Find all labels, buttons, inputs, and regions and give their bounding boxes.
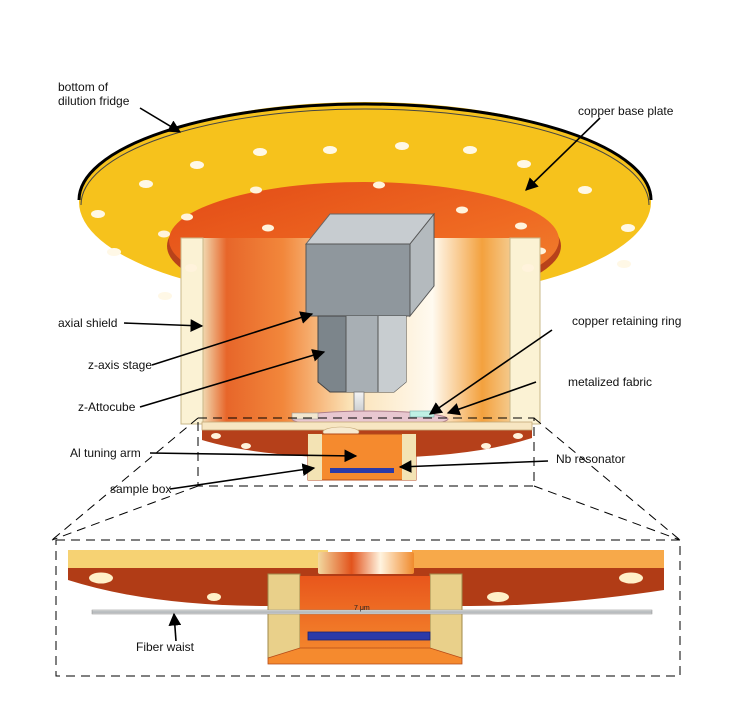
label-al-tuning-arm: Al tuning arm	[70, 446, 141, 460]
zoom-frame	[55, 539, 681, 677]
fridge-plate-holes	[91, 142, 635, 300]
label-nb-resonator: Nb resonator	[556, 452, 626, 466]
label-fiber-waist: Fiber waist	[136, 640, 195, 654]
z-axis-stage	[304, 212, 436, 318]
projection-lines	[51, 417, 681, 541]
label-z-axis-stage: z-axis stage	[88, 358, 153, 372]
label-axial-shield: axial shield	[58, 316, 118, 330]
label-sample-box: sample box	[110, 482, 172, 496]
zoom-assembly	[68, 550, 664, 665]
label-bottom-of-dilution-fridge: bottom of dilution fridge	[58, 80, 130, 108]
sample-box-top	[307, 433, 417, 481]
label-metalized-fabric: metalized fabric	[568, 375, 653, 389]
label-copper-retaining-ring: copper retaining ring	[572, 314, 682, 328]
leader-lines	[123, 107, 601, 642]
label-scale: 7 μm	[354, 605, 370, 612]
label-z-attocube: z-Attocube	[78, 400, 136, 414]
z-attocube	[317, 315, 407, 393]
label-copper-base-plate: copper base plate	[578, 104, 674, 118]
